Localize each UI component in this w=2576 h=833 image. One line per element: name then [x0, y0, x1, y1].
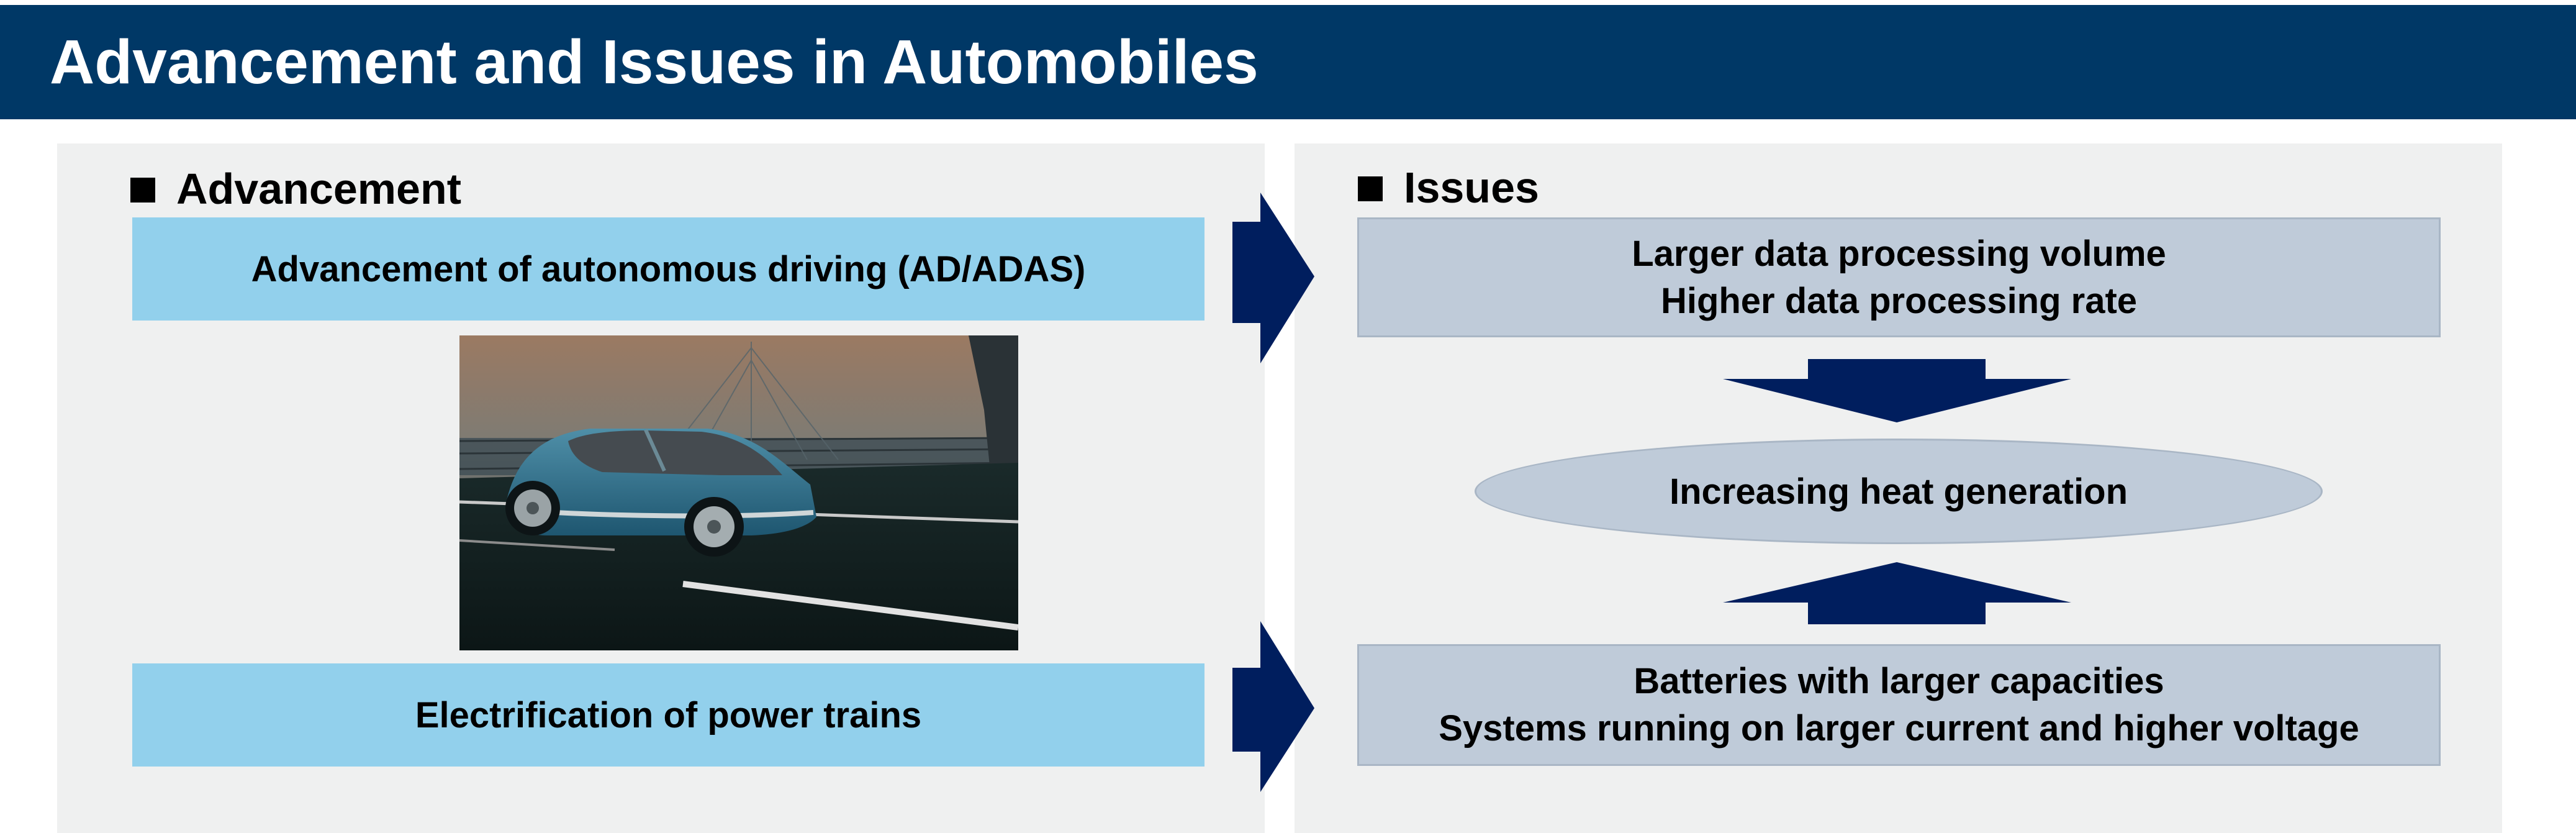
electrification-box: Electrification of power trains: [132, 663, 1204, 767]
battery-systems-box: Batteries with larger capacities Systems…: [1357, 644, 2441, 766]
title-banner: Advancement and Issues in Automobiles: [0, 5, 2576, 119]
advancement-heading: Advancement: [130, 163, 461, 215]
autonomous-driving-box: Advancement of autonomous driving (AD/AD…: [132, 217, 1204, 321]
up-arrow-icon: [1723, 562, 2071, 624]
page-title: Advancement and Issues in Automobiles: [50, 27, 1259, 97]
car-illustration: [459, 335, 1018, 650]
issues-heading: Issues: [1358, 162, 1539, 214]
square-bullet-icon: [130, 177, 155, 203]
square-bullet-icon: [1358, 176, 1383, 201]
right-arrow-icon: [1232, 193, 1314, 363]
right-arrow-icon: [1232, 621, 1314, 792]
down-arrow-icon: [1723, 359, 2071, 422]
heat-generation-ellipse: Increasing heat generation: [1475, 439, 2323, 544]
data-processing-box: Larger data processing volume Higher dat…: [1357, 217, 2441, 337]
